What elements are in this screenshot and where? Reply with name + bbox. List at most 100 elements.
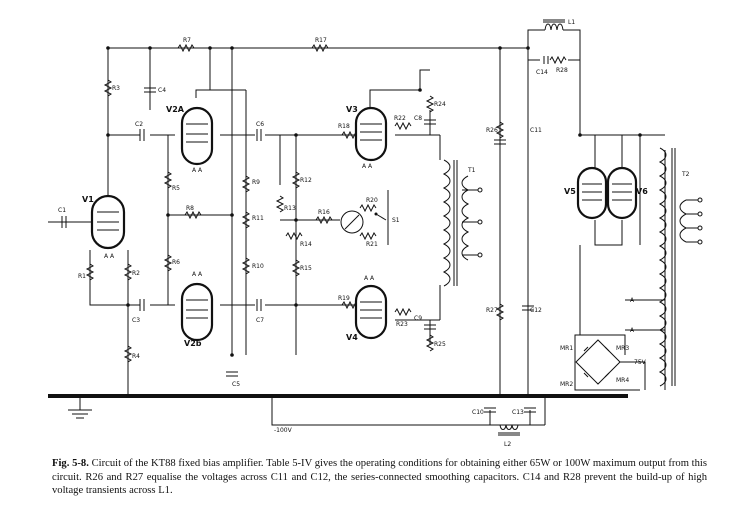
bias-meter	[340, 210, 364, 234]
resistor-r16	[315, 215, 333, 225]
valve-v2a	[180, 106, 214, 166]
component-labels: R7 R17 R3 C4 C2 V2A R5 R8 R6 V1 C1 R1 R2…	[58, 19, 690, 448]
valve-v2b	[180, 282, 214, 342]
label-75v: 75V	[634, 359, 647, 366]
label-neg100v: -100V	[274, 427, 293, 434]
label-r15: R15	[300, 265, 312, 272]
label-c2: C2	[135, 121, 143, 128]
label-c4: C4	[158, 87, 166, 94]
label-r27: R27	[486, 307, 498, 314]
capacitor-c8	[424, 119, 436, 125]
label-r4: R4	[132, 353, 140, 360]
label-c12: C12	[530, 307, 542, 314]
label-mr1: MR1	[560, 345, 573, 352]
label-r2: R2	[132, 270, 140, 277]
label-r1: R1	[78, 273, 86, 280]
label-s1: S1	[392, 217, 400, 224]
label-t1: T1	[467, 167, 476, 174]
label-c1: C1	[58, 207, 66, 214]
choke-l2	[498, 424, 520, 436]
label-c6: C6	[256, 121, 264, 128]
wiring	[48, 29, 666, 426]
label-t2: T2	[681, 171, 690, 178]
rectifier-bridge	[575, 339, 621, 385]
label-a-top: A	[630, 297, 635, 304]
capacitor-c13	[524, 407, 536, 413]
caption-text: Circuit of the KT88 fixed bias amplifier…	[52, 458, 707, 496]
label-r11: R11	[252, 215, 264, 222]
label-c13: C13	[512, 409, 524, 416]
resistor-r10	[241, 257, 251, 275]
label-mr4: MR4	[616, 377, 629, 384]
capacitor-c9	[424, 324, 436, 330]
valves	[90, 106, 638, 342]
label-l1: L1	[568, 19, 575, 26]
resistor-r28	[549, 55, 567, 65]
label-r3: R3	[112, 85, 120, 92]
label-aa-v3: A A	[362, 163, 373, 170]
resistor-r6	[163, 254, 173, 272]
label-r20: R20	[366, 197, 378, 204]
resistor-r12	[291, 171, 301, 189]
label-r8: R8	[186, 205, 194, 212]
amplifier-schematic: R7 R17 R3 C4 C2 V2A R5 R8 R6 V1 C1 R1 R2…	[48, 19, 703, 448]
junctions	[106, 46, 642, 398]
resistor-r8	[184, 210, 202, 220]
label-r25: R25	[434, 341, 446, 348]
label-c14: C14	[536, 69, 548, 76]
resistor-r23	[394, 307, 412, 317]
resistor-r15	[291, 259, 301, 277]
label-v3: V3	[346, 105, 358, 114]
label-r28: R28	[556, 67, 568, 74]
label-c11: C11	[530, 127, 542, 134]
capacitors	[61, 56, 549, 413]
capacitor-c6	[256, 129, 262, 141]
valve-v6	[606, 166, 638, 220]
label-v1: V1	[82, 195, 94, 204]
label-r13: R13	[284, 205, 296, 212]
resistor-r9	[241, 175, 251, 193]
capacitor-c2	[139, 129, 145, 141]
valve-v1	[90, 194, 126, 250]
capacitor-c5	[226, 371, 238, 377]
resistor-r13	[275, 195, 285, 213]
resistors	[85, 43, 567, 363]
capacitor-c3	[139, 299, 145, 311]
resistor-r25	[425, 334, 435, 352]
resistor-r14	[285, 231, 303, 241]
valve-v4	[354, 284, 388, 340]
switch-s1	[374, 212, 387, 221]
label-c7: C7	[256, 317, 264, 324]
label-c5: C5	[232, 381, 240, 388]
resistor-r2	[123, 263, 133, 281]
capacitor-c11	[494, 139, 506, 145]
resistor-r3	[103, 79, 113, 97]
label-l2: L2	[504, 441, 511, 448]
capacitor-c14	[543, 56, 549, 64]
capacitor-c7	[256, 299, 262, 311]
label-r7: R7	[183, 37, 191, 44]
label-r21: R21	[366, 241, 378, 248]
label-r24: R24	[434, 101, 446, 108]
label-r26: R26	[486, 127, 498, 134]
label-c9: C9	[414, 315, 422, 322]
capacitor-c4	[144, 87, 156, 93]
resistor-r27	[495, 303, 505, 321]
resistor-r11	[241, 211, 251, 229]
resistor-r20	[359, 203, 377, 213]
label-mr3: MR3	[616, 345, 629, 352]
figure-number: Fig. 5-8.	[52, 458, 89, 469]
label-v5: V5	[564, 187, 576, 196]
label-mr2: MR2	[560, 381, 573, 388]
choke-l1	[543, 19, 565, 31]
label-r19: R19	[338, 295, 350, 302]
label-c3: C3	[132, 317, 140, 324]
label-aa-v2a: A A	[192, 167, 203, 174]
label-v4: V4	[346, 333, 358, 342]
valve-v3	[354, 106, 388, 162]
label-aa-v2b: A A	[192, 271, 203, 278]
resistor-r1	[85, 263, 95, 281]
resistor-r24	[425, 95, 435, 113]
transformer-t2	[636, 147, 703, 387]
label-v2a: V2A	[166, 105, 185, 114]
